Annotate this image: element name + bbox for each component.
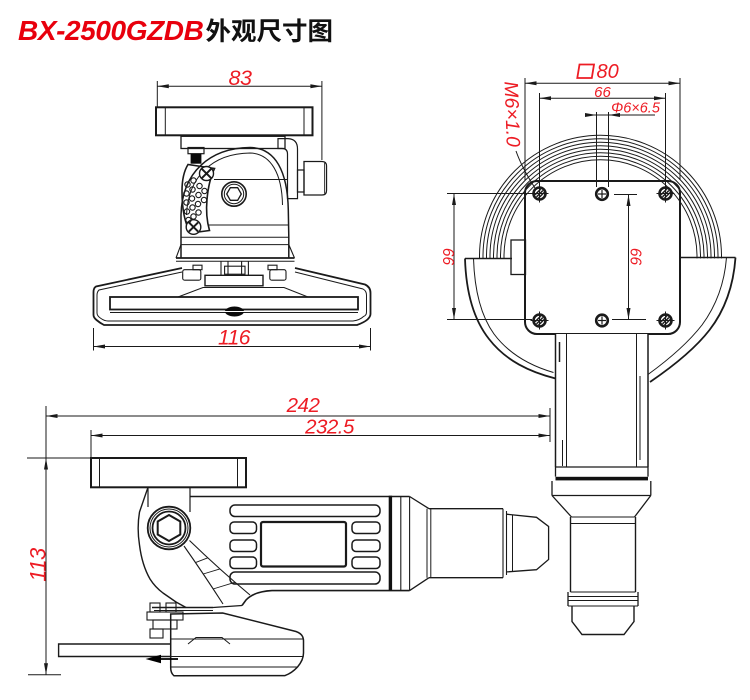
svg-text:113: 113 bbox=[26, 547, 51, 582]
svg-text:Φ6×6.5: Φ6×6.5 bbox=[611, 100, 661, 116]
svg-text:80: 80 bbox=[597, 61, 619, 83]
svg-text:66: 66 bbox=[626, 248, 643, 266]
svg-text:116: 116 bbox=[218, 327, 251, 350]
svg-text:83: 83 bbox=[229, 66, 252, 90]
svg-text:66: 66 bbox=[439, 248, 456, 266]
svg-text:66: 66 bbox=[594, 84, 611, 101]
svg-text:242: 242 bbox=[286, 394, 321, 417]
svg-text:M6×1.0: M6×1.0 bbox=[500, 81, 524, 147]
svg-text:BX-2500GZDB: BX-2500GZDB bbox=[18, 15, 204, 46]
svg-text:232.5: 232.5 bbox=[304, 416, 355, 439]
